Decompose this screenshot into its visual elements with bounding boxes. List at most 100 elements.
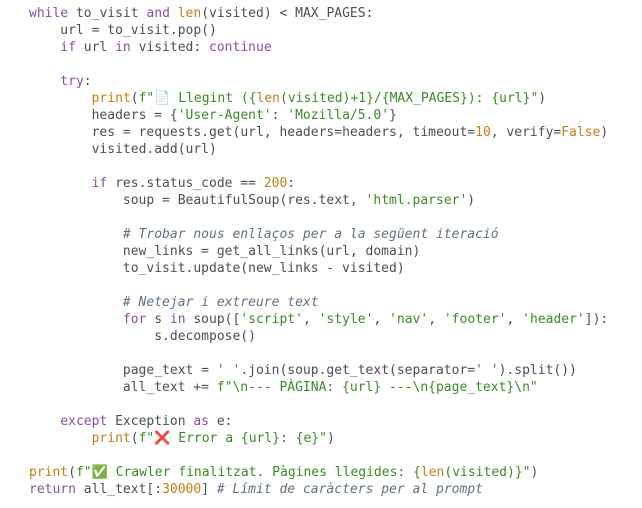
string: f" bbox=[75, 465, 92, 480]
code-text: : bbox=[287, 176, 296, 191]
keyword: try bbox=[60, 74, 84, 89]
code-text: , bbox=[373, 312, 390, 327]
code-text: all_text[: bbox=[75, 482, 163, 497]
code-text: ) bbox=[530, 465, 539, 480]
number: 200 bbox=[263, 176, 288, 191]
builtin: len bbox=[420, 465, 445, 480]
code-line bbox=[29, 345, 608, 362]
code-line: return all_text[:30000] # Límit de caràc… bbox=[29, 481, 608, 498]
string: 'Mozilla/5.0' bbox=[287, 108, 390, 123]
code-line: if res.status_code == 200: bbox=[29, 175, 608, 192]
string: 'footer' bbox=[443, 312, 507, 327]
code-line: s.decompose() bbox=[29, 328, 608, 345]
code-line: page_text = ' '.join(soup.get_text(separ… bbox=[29, 362, 608, 379]
code-line bbox=[29, 56, 608, 73]
builtin: len bbox=[256, 91, 280, 106]
code-line: headers = {'User-Agent': 'Mozilla/5.0'} bbox=[29, 107, 608, 124]
code-text: : bbox=[271, 108, 288, 123]
code-line: # Netejar i extreure text bbox=[29, 294, 608, 311]
code-line: try: bbox=[29, 73, 608, 90]
comment: # Trobar nous enllaços per a la següent … bbox=[122, 227, 499, 242]
code-text: ) bbox=[467, 193, 476, 208]
code-text: ).split()) bbox=[498, 363, 577, 378]
code-text: to_visit.update(new_links - visited) bbox=[122, 261, 405, 276]
code-line: if url in visited: continue bbox=[29, 39, 608, 56]
code-text: ) bbox=[600, 125, 609, 140]
keyword: for bbox=[122, 312, 147, 327]
string: 'script' bbox=[240, 312, 303, 327]
code-line: all_text += f"\n--- PÀGINA: {url} ---\n{… bbox=[29, 379, 608, 396]
code-text: (visited) < MAX_PAGES: bbox=[201, 6, 374, 21]
code-line: res = requests.get(url, headers=headers,… bbox=[29, 124, 609, 141]
code-text: visited: bbox=[130, 40, 210, 55]
code-line bbox=[29, 209, 608, 226]
comment: # Netejar i extreure text bbox=[122, 295, 319, 310]
code-text: res = requests.get(url, headers=headers,… bbox=[91, 125, 476, 140]
string: Llegint ({ bbox=[170, 91, 257, 106]
builtin: len bbox=[177, 6, 202, 21]
code-text: ) bbox=[538, 91, 547, 106]
string: ' ' bbox=[216, 363, 241, 378]
string: 'html.parser' bbox=[365, 193, 468, 208]
keyword: if bbox=[60, 40, 76, 55]
code-text: ( bbox=[130, 431, 139, 446]
string: f" bbox=[138, 91, 155, 106]
code-text: soup([ bbox=[185, 312, 241, 327]
code-line bbox=[29, 396, 608, 413]
code-text: s.decompose() bbox=[154, 329, 256, 344]
keyword: in bbox=[115, 40, 131, 55]
code-text: to_visit bbox=[68, 6, 147, 21]
builtin: print bbox=[91, 431, 131, 446]
code-text: page_text = bbox=[122, 363, 217, 378]
code-line: while to_visit and len(visited) < MAX_PA… bbox=[29, 5, 608, 22]
code-text: , bbox=[506, 312, 523, 327]
builtin: print bbox=[91, 91, 131, 106]
code-text: headers = { bbox=[91, 108, 178, 123]
keyword: as bbox=[193, 414, 210, 429]
code-text: url bbox=[75, 40, 116, 55]
code-line: new_links = get_all_links(url, domain) bbox=[29, 243, 608, 260]
code-line: print(f"📄 Llegint ({len(visited)+1}/{MAX… bbox=[29, 90, 608, 107]
keyword: if bbox=[91, 176, 108, 191]
code-text: , verify= bbox=[490, 125, 562, 140]
code-text: ( bbox=[68, 465, 76, 480]
keyword: and bbox=[146, 6, 170, 21]
emoji-icon: ✅ bbox=[91, 465, 108, 480]
string: 'User-Agent' bbox=[177, 108, 272, 123]
code-text: e: bbox=[209, 414, 233, 429]
code-text: ( bbox=[130, 91, 139, 106]
code-text: Exception bbox=[107, 414, 194, 429]
keyword: while bbox=[29, 6, 69, 21]
code-text: , bbox=[428, 312, 444, 327]
number: 10 bbox=[475, 125, 491, 140]
comment: # Límit de caràcters per al prompt bbox=[216, 482, 483, 497]
code-text: : bbox=[83, 74, 92, 89]
code-line: visited.add(url) bbox=[29, 141, 608, 158]
code-line: to_visit.update(new_links - visited) bbox=[29, 260, 608, 277]
code-line bbox=[29, 158, 608, 175]
code-line bbox=[29, 277, 608, 294]
code-line: url = to_visit.pop() bbox=[29, 22, 608, 39]
code-line: print(f"✅ Crawler finalitzat. Pàgines ll… bbox=[29, 464, 608, 481]
code-line: print(f"❌ Error a {url}: {e}") bbox=[29, 430, 608, 447]
number: 30000 bbox=[162, 482, 202, 497]
code-line: except Exception as e: bbox=[29, 413, 608, 430]
code-line: for s in soup(['script', 'style', 'nav',… bbox=[29, 311, 608, 328]
code-text: soup = BeautifulSoup(res.text, bbox=[122, 193, 366, 208]
code-text: visited.add(url) bbox=[91, 142, 217, 157]
code-line bbox=[29, 447, 608, 464]
code-text: new_links = get_all_links(url, domain) bbox=[122, 244, 421, 259]
builtin: print bbox=[29, 465, 69, 480]
code-text: ] bbox=[201, 482, 217, 497]
code-line: # Trobar nous enllaços per a la següent … bbox=[29, 226, 608, 243]
keyword: return bbox=[29, 482, 76, 497]
code-text: url = to_visit.pop() bbox=[60, 23, 217, 38]
string: (visited)}" bbox=[444, 465, 531, 480]
string: Error a {url}: {e}" bbox=[170, 431, 327, 446]
code-text: s bbox=[146, 312, 170, 327]
code-text: res.status_code == bbox=[107, 176, 264, 191]
number: False bbox=[561, 125, 601, 140]
code-text: , bbox=[302, 312, 319, 327]
keyword: except bbox=[60, 414, 108, 429]
emoji-icon: ❌ bbox=[154, 431, 171, 446]
